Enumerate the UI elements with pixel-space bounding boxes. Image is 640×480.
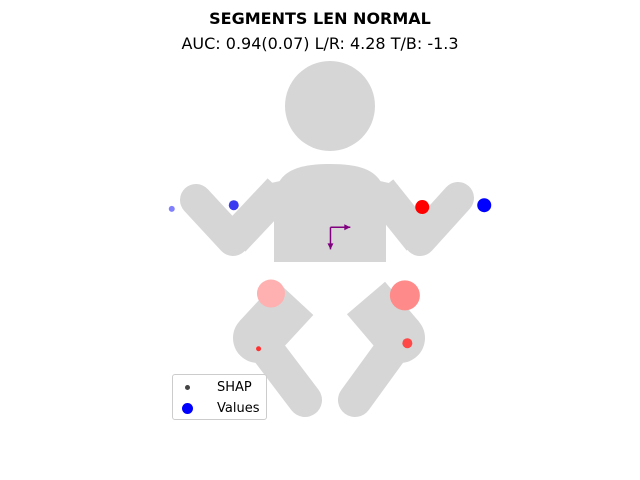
lr-arrow: [330, 224, 351, 231]
chart-subtitle: AUC: 0.94(0.07) L/R: 4.28 T/B: -1.3: [181, 34, 459, 53]
shap-point-left-foot: [256, 346, 262, 352]
tb-arrow: [327, 227, 334, 250]
legend-marker-values: [181, 402, 193, 414]
shap-point-left-elbow: [228, 200, 239, 211]
legend: SHAP Values: [172, 374, 267, 420]
chart-title: SEGMENTS LEN NORMAL: [209, 9, 431, 28]
legend-label-shap: SHAP: [217, 379, 252, 395]
arrow-layer: [327, 224, 351, 250]
legend-entry-shap: SHAP: [173, 377, 252, 397]
head-shape: [285, 61, 375, 151]
legend-marker-shap: [184, 384, 190, 390]
shap-point-right-elbow: [415, 200, 430, 215]
point-layer: [168, 198, 492, 352]
shap-point-right-foot: [402, 338, 413, 349]
shap-point-left-hand: [168, 205, 175, 212]
shap-point-right-thigh: [389, 280, 420, 311]
shap-point-left-thigh: [256, 279, 285, 308]
right-upper-arm-shape: [366, 179, 434, 251]
legend-label-values: Values: [217, 400, 260, 416]
body-silhouette: [180, 61, 474, 417]
shoulder-shape: [262, 170, 398, 205]
left-upper-arm-shape: [220, 178, 293, 252]
shap-point-right-hand: [477, 198, 492, 213]
legend-entry-values: Values: [173, 398, 259, 418]
